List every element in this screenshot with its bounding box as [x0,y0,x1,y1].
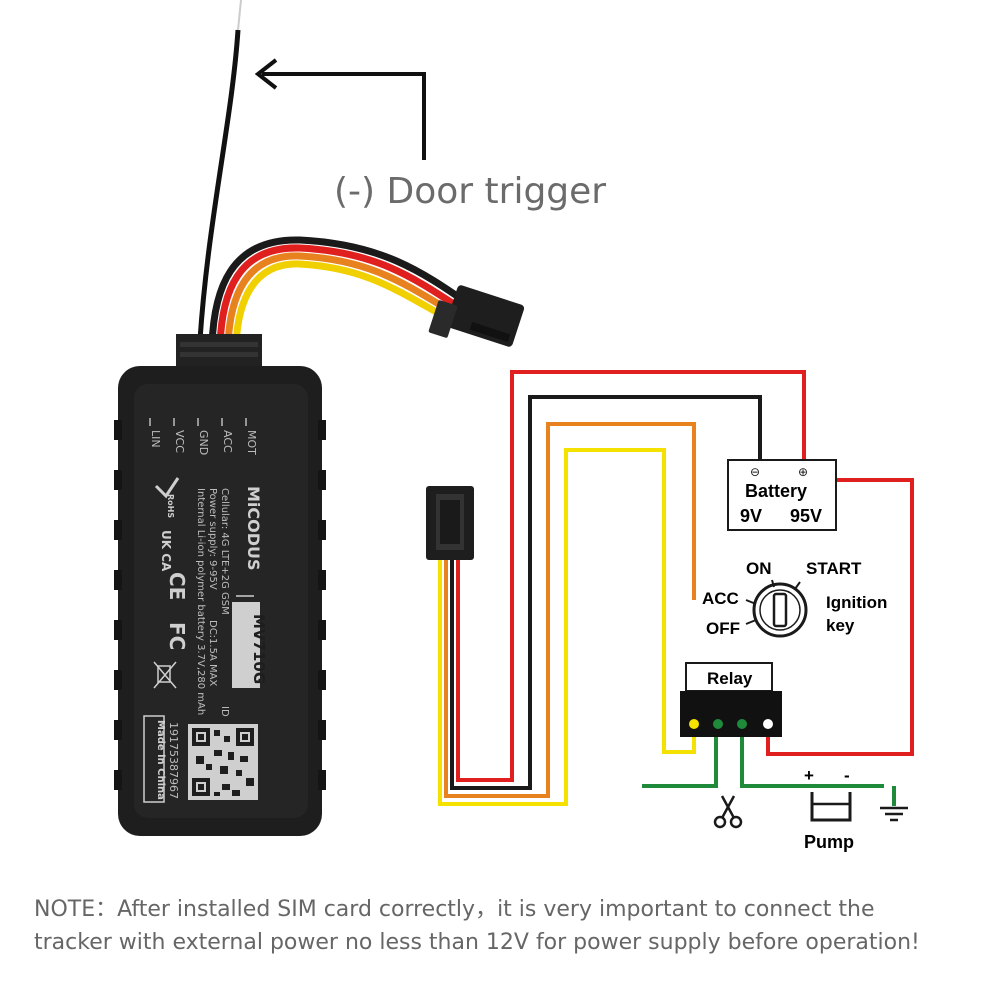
pin-label-mot: MOT [245,430,258,455]
wire-red [456,370,806,782]
pin-label-acc: ACC [221,430,234,453]
relay-terminal-4 [763,719,773,729]
relay-label: Relay [707,669,753,688]
weee-bin-icon [153,661,177,689]
ignition-key-label-2: key [826,616,855,635]
wires [438,370,914,806]
device-cable-bundle [208,236,473,346]
ignition-key-label-1: Ignition [826,593,887,612]
relay-terminal-1 [689,719,699,729]
antenna-wire [197,29,241,341]
wire-black [450,395,762,790]
device-id-label: ID [219,706,230,717]
battery-voltage-low: 9V [740,506,762,526]
device-model: MV710G [250,614,268,684]
pin-label-gnd: GND [197,430,210,455]
battery-voltage-high: 95V [790,506,822,526]
ignition-start-label: START [806,559,862,578]
wire-green-right [740,734,884,788]
door-trigger-label: (-) Door trigger [334,171,606,212]
ignition-key-slot-icon [772,592,788,628]
note-line-1: NOTE：After installed SIM card correctly，… [34,897,875,922]
wire-yellow [438,448,696,806]
scissors-icon [713,795,743,829]
gps-tracker-device: MOT ACC GND VCC LIN MiCODUS MV710G Cellu… [114,334,326,836]
ignition-switch: ON START ACC OFF Ignition key [702,559,887,638]
mark-rohs: RoHS [166,494,175,518]
spec-cellular: Cellular: 4G LTE+2G GSM [219,488,230,615]
device-serial: 19175387967 [167,722,180,799]
wire-battery-relay [766,478,914,756]
spec-dc: DC:1.5A MAX [207,620,218,686]
battery-pos-icon: ⊕ [798,465,808,479]
wire-green-left [642,734,718,788]
door-trigger-arrow-line [262,72,426,160]
device-brand: MiCODUS [244,486,263,571]
qr-code-icon [188,724,258,800]
antenna-wire-tip [237,0,242,31]
mark-ukca: UK CA [159,530,173,572]
mark-ce: CE [165,572,189,600]
loose-connector [426,486,474,560]
pump-icon [810,792,852,822]
device-origin: Made in China [155,720,166,800]
ignition-on-label: ON [746,559,772,578]
ignition-off-label: OFF [706,619,740,638]
wire-orange [444,422,696,798]
battery: ⊖ ⊕ Battery 9V 95V [727,459,837,531]
battery-label: Battery [745,481,807,501]
spec-power: Power supply: 9-95V [207,488,218,590]
ground-icon [880,786,908,822]
device-side-ridges [114,420,326,790]
pump: + - Pump [804,766,854,852]
note-line-2: tracker with external power no less than… [34,930,920,955]
device-connector-plug [428,285,525,347]
pump-plus: + [804,766,814,785]
relay-terminal-3 [737,719,747,729]
relay-terminal-2 [713,719,723,729]
ignition-acc-label: ACC [702,589,739,608]
spec-battery: Internal Li-ion polymer battery 3.7V,280… [195,488,206,715]
installation-note: NOTE：After installed SIM card correctly，… [34,893,984,959]
relay: Relay [680,662,782,737]
pin-label-lin: LIN [149,430,162,448]
pin-label-vcc: VCC [173,430,186,453]
pump-minus: - [844,766,850,785]
battery-neg-icon: ⊖ [750,465,760,479]
door-trigger-arrow-head [254,58,278,90]
pump-label: Pump [804,832,854,852]
device-model-plate [232,602,260,688]
mark-fc: FC [165,622,189,650]
rohs-check-icon [154,477,180,499]
